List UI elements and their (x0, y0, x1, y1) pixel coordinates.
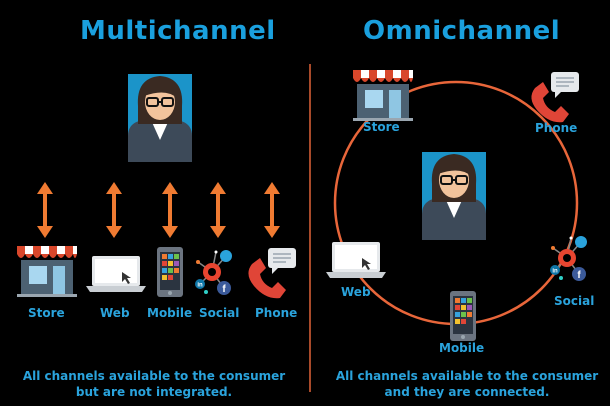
store-icon (353, 70, 413, 121)
phone-icon (247, 247, 297, 299)
omnichannel-footer-line2: and they are connected. (384, 385, 550, 399)
multichannel-title: Multichannel (80, 16, 276, 46)
laptop-icon (86, 256, 146, 292)
double-arrow-icon (208, 180, 228, 240)
multichannel-label-social: Social (199, 306, 240, 320)
multichannel-diagram (17, 73, 297, 299)
multichannel-label-mobile: Mobile (147, 306, 193, 320)
omnichannel-footer: All channels available to the consumer a… (317, 368, 610, 400)
omnichannel-label-store: Store (363, 120, 400, 134)
omnichannel-footer-line1: All channels available to the consumer (335, 369, 599, 383)
double-arrow-icon (35, 180, 55, 240)
multichannel-label-web: Web (100, 306, 130, 320)
omnichannel-label-social: Social (554, 294, 595, 308)
multichannel-footer: All channels available to the consumer b… (4, 368, 304, 400)
multichannel-label-store: Store (28, 306, 65, 320)
omnichannel-label-phone: Phone (535, 121, 578, 135)
omnichannel-panel: Omnichannel Store Phone Web Social Mobil… (311, 0, 610, 406)
omnichannel-title: Omnichannel (363, 16, 561, 46)
smartphone-icon (450, 291, 476, 341)
multichannel-footer-line2: but are not integrated. (75, 385, 233, 399)
double-arrow-icon (160, 180, 180, 240)
double-arrow-icon (262, 180, 282, 240)
laptop-icon (326, 242, 386, 278)
omnichannel-label-web: Web (341, 285, 371, 299)
social-network-icon (194, 249, 233, 296)
person-icon (127, 73, 193, 163)
multichannel-footer-line1: All channels available to the consumer (22, 369, 286, 383)
smartphone-icon (157, 247, 183, 297)
omnichannel-diagram (326, 70, 588, 341)
multichannel-panel: Multichannel Store Web Mobile Social Pho… (4, 16, 304, 400)
store-icon (17, 246, 77, 297)
social-network-icon (549, 235, 588, 282)
omnichannel-label-mobile: Mobile (439, 341, 485, 355)
person-icon (421, 151, 487, 241)
multichannel-label-phone: Phone (255, 306, 298, 320)
panel-divider (309, 64, 311, 392)
double-arrow-icon (104, 180, 124, 240)
